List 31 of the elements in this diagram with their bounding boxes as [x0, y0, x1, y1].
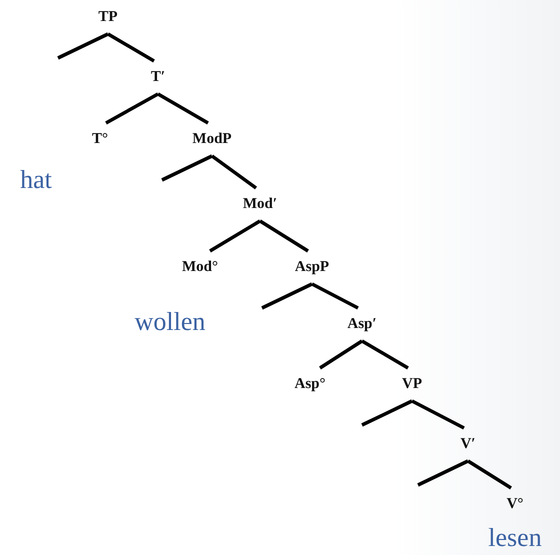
- tree-branch: [107, 32, 155, 62]
- tree-branch: [311, 282, 359, 310]
- tree-branch: [161, 154, 213, 182]
- word-label: lesen: [488, 523, 542, 553]
- tree-node-label: T′: [148, 61, 168, 94]
- tree-branch: [361, 399, 413, 427]
- tree-branch: [157, 92, 209, 125]
- tree-node-label: Asp°: [292, 368, 328, 401]
- word-label: wollen: [134, 307, 206, 337]
- word-label: hat: [20, 165, 52, 195]
- tree-branch: [467, 460, 512, 490]
- tree-branch: [105, 92, 159, 125]
- tree-branch: [319, 340, 363, 370]
- tree-branch: [417, 459, 469, 487]
- tree-node-label: VP: [400, 368, 424, 401]
- tree-node-label: T°: [90, 123, 110, 156]
- tree-branch: [209, 220, 261, 252]
- tree-node-label: Asp′: [345, 308, 379, 341]
- tree-branch: [259, 220, 309, 252]
- tree-node-label: Mod′: [240, 188, 280, 221]
- tree-node-label: TP: [96, 1, 120, 34]
- tree-node-label: AspP: [292, 251, 332, 284]
- tree-node-label: V°: [504, 488, 526, 521]
- tree-branch: [411, 399, 465, 430]
- tree-node-label: Mod°: [180, 251, 220, 284]
- tree-branch: [361, 340, 409, 370]
- tree-branch: [210, 154, 258, 190]
- tree-branch: [261, 282, 313, 310]
- tree-node-label: V′: [458, 428, 478, 461]
- tree-node-label: ModP: [190, 123, 234, 156]
- tree-branch: [57, 32, 109, 60]
